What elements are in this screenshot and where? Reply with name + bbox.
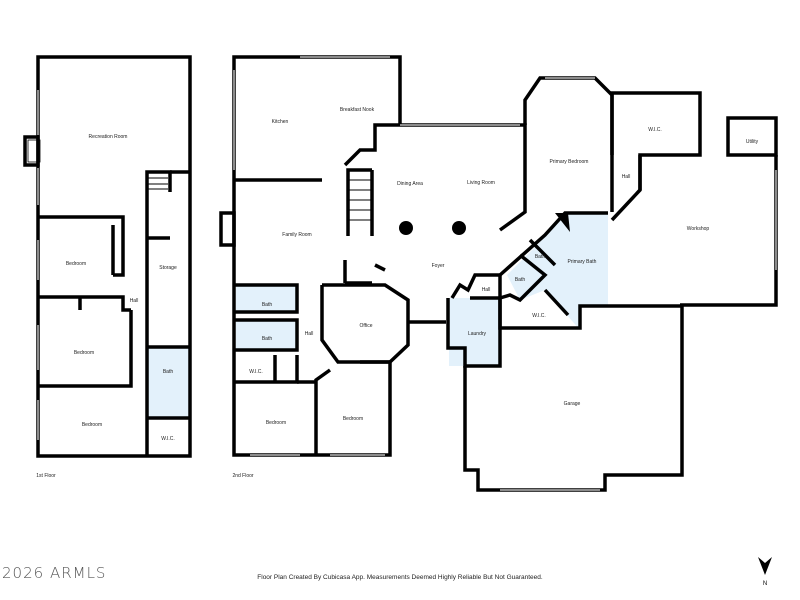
second-floor-labels: Kitchen Breakfast Nook Dining Area Livin… bbox=[232, 107, 758, 479]
room-label: Bath bbox=[262, 336, 273, 342]
room-label: Kitchen bbox=[272, 119, 289, 125]
room-label: Living Room bbox=[467, 180, 495, 186]
room-label: W.I.C. bbox=[648, 127, 662, 133]
north-indicator: N bbox=[757, 556, 773, 587]
room-label: Workshop bbox=[687, 226, 710, 232]
room-label: Storage bbox=[159, 265, 177, 271]
room-label: Primary Bedroom bbox=[550, 159, 589, 165]
room-label: Bedroom bbox=[82, 422, 102, 428]
north-label: N bbox=[762, 581, 768, 587]
room-label: Bath bbox=[535, 254, 546, 260]
first-floor-walls bbox=[23, 55, 192, 458]
credit-text: Floor Plan Created By Cubicasa App. Meas… bbox=[257, 574, 543, 581]
room-label: Office bbox=[360, 323, 373, 329]
room-label: Bedroom bbox=[266, 420, 286, 426]
room-label: Family Room bbox=[282, 232, 311, 238]
room-label: W.I.C. bbox=[249, 369, 263, 375]
room-label: Utility bbox=[746, 139, 759, 145]
room-label: Hall bbox=[130, 298, 139, 304]
room-label: Bath bbox=[262, 302, 273, 308]
floor-label: 2nd Floor bbox=[232, 473, 253, 479]
room-label: Bath bbox=[515, 277, 526, 283]
room-label: Bedroom bbox=[66, 261, 86, 267]
north-arrow-icon bbox=[758, 557, 772, 575]
wet-room-fills bbox=[148, 213, 608, 418]
floor-label: 1st Floor bbox=[36, 473, 56, 479]
room-label: Primary Bath bbox=[568, 259, 597, 265]
room-label: Garage bbox=[564, 401, 581, 407]
first-floor-labels: Recreation Room Bedroom Hall Storage Bed… bbox=[36, 134, 177, 479]
room-label: Dining Area bbox=[397, 181, 423, 187]
room-label: W.I.C. bbox=[161, 436, 175, 442]
room-label: Bedroom bbox=[343, 416, 363, 422]
room-label: Laundry bbox=[468, 331, 487, 337]
room-label: Recreation Room bbox=[89, 134, 128, 140]
room-label: Hall bbox=[622, 174, 631, 180]
room-label: Breakfast Nook bbox=[340, 107, 375, 113]
room-label: Bath bbox=[163, 369, 174, 375]
room-label: W.I.C. bbox=[532, 313, 546, 319]
second-floor-walls bbox=[219, 55, 778, 492]
room-label: Hall bbox=[482, 287, 491, 293]
watermark: 2026 ARMLS bbox=[2, 564, 107, 582]
room-label: Bedroom bbox=[74, 350, 94, 356]
room-label: Foyer bbox=[432, 263, 445, 269]
room-label: Hall bbox=[305, 331, 314, 337]
